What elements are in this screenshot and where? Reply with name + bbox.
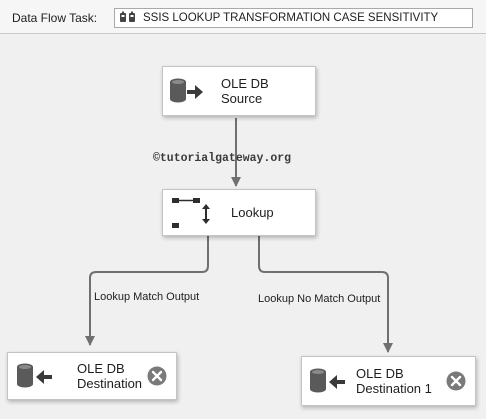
ole-db-destination-icon: [17, 363, 52, 388]
ole-db-destination-1-component[interactable]: OLE DB Destination 1: [301, 356, 476, 406]
data-flow-task-name: SSIS LOOKUP TRANSFORMATION CASE SENSITIV…: [143, 12, 439, 24]
ole-db-destination-component[interactable]: OLE DB Destination: [7, 352, 177, 400]
lookup-icon: [172, 197, 210, 228]
lookup-component[interactable]: Lookup: [162, 189, 316, 236]
data-flow-task-icon: [120, 11, 135, 22]
lookup-no-match-output-label[interactable]: Lookup No Match Output: [258, 293, 381, 305]
path-lookup-match[interactable]: [85, 236, 209, 346]
task-toolbar: Data Flow Task: SSIS LOOKUP TRANSFORMATI…: [0, 0, 486, 34]
error-icon[interactable]: [147, 366, 167, 386]
ole-db-destination-label: OLE DB Destination: [77, 361, 143, 391]
ole-db-destination-icon: [310, 368, 345, 393]
ole-db-destination-1-label: OLE DB Destination 1: [356, 366, 432, 396]
error-icon[interactable]: [446, 371, 466, 391]
ole-db-source-icon: [170, 78, 203, 103]
data-flow-task-selector[interactable]: SSIS LOOKUP TRANSFORMATION CASE SENSITIV…: [114, 8, 473, 28]
data-flow-task-label: Data Flow Task:: [12, 11, 98, 25]
path-lookup-no-match[interactable]: [258, 236, 393, 353]
lookup-match-output-label[interactable]: Lookup Match Output: [94, 291, 200, 303]
watermark: ©tutorialgateway.org: [153, 152, 292, 165]
lookup-label: Lookup: [231, 205, 274, 220]
ole-db-source-component[interactable]: OLE DB Source: [162, 66, 316, 116]
ole-db-source-label: OLE DB Source: [221, 76, 269, 106]
